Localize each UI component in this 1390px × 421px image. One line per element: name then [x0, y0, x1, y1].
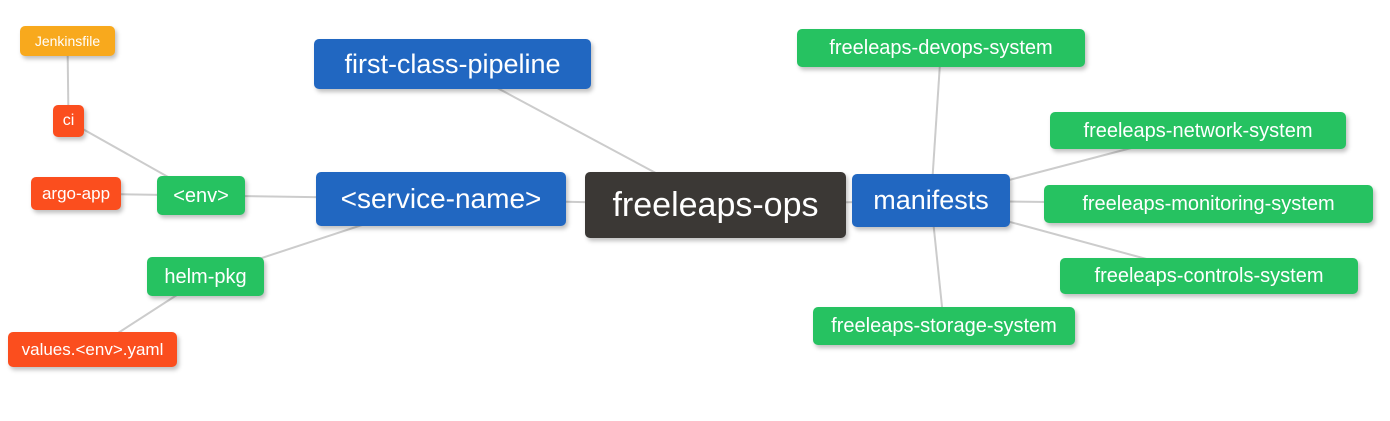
node-label-manifests: manifests — [873, 185, 989, 215]
node-jenkinsfile[interactable]: Jenkinsfile — [20, 26, 115, 56]
node-network-system[interactable]: freeleaps-network-system — [1050, 112, 1346, 149]
node-devops-system[interactable]: freeleaps-devops-system — [797, 29, 1085, 67]
node-env[interactable]: <env> — [157, 176, 245, 215]
node-service-name[interactable]: <service-name> — [316, 172, 566, 226]
node-monitoring-system[interactable]: freeleaps-monitoring-system — [1044, 185, 1373, 223]
node-label-controls-system: freeleaps-controls-system — [1094, 265, 1324, 287]
node-controls-system[interactable]: freeleaps-controls-system — [1060, 258, 1358, 294]
node-label-network-system: freeleaps-network-system — [1083, 119, 1313, 142]
node-storage-system[interactable]: freeleaps-storage-system — [813, 307, 1075, 345]
node-label-argo-app: argo-app — [41, 184, 111, 203]
node-label-monitoring-system: freeleaps-monitoring-system — [1082, 193, 1335, 215]
node-freeleaps-ops[interactable]: freeleaps-ops — [585, 172, 846, 238]
node-first-class-pipeline[interactable]: first-class-pipeline — [314, 39, 591, 89]
node-manifests[interactable]: manifests — [852, 174, 1010, 227]
node-label-values-env-yaml: values.<env>.yaml — [21, 340, 164, 359]
node-label-first-class-pipeline: first-class-pipeline — [344, 48, 561, 79]
node-label-ci: ci — [62, 112, 75, 129]
node-ci[interactable]: ci — [53, 105, 84, 137]
node-label-env: <env> — [173, 184, 229, 207]
node-label-freeleaps-ops: freeleaps-ops — [612, 186, 819, 224]
node-label-devops-system: freeleaps-devops-system — [829, 37, 1053, 59]
node-label-jenkinsfile: Jenkinsfile — [34, 33, 101, 49]
node-label-storage-system: freeleaps-storage-system — [831, 315, 1057, 337]
node-label-service-name: <service-name> — [340, 183, 542, 214]
node-label-helm-pkg: helm-pkg — [164, 265, 247, 288]
node-argo-app[interactable]: argo-app — [31, 177, 121, 210]
node-helm-pkg[interactable]: helm-pkg — [147, 257, 264, 296]
node-values-env-yaml[interactable]: values.<env>.yaml — [8, 332, 177, 367]
